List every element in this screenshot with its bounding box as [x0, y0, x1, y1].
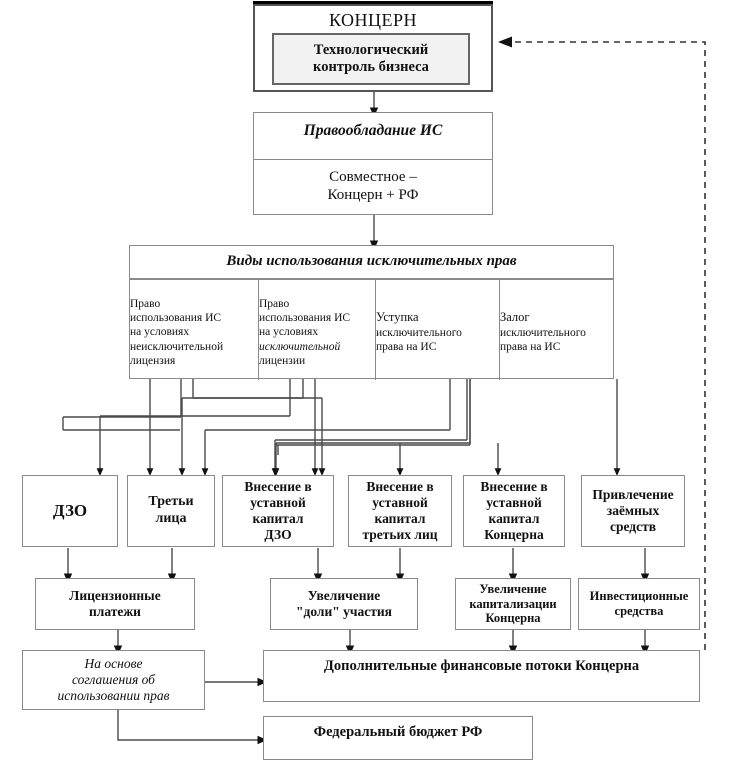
result-box-capitalization: Увеличение капитализации Концерна [455, 578, 571, 630]
usage-col2-line5: лицензии [259, 355, 306, 368]
target-box-charter-concern: Внесение в уставной капитал Концерна [463, 475, 565, 547]
target-box-loans: Привлечение заёмных средств [581, 475, 685, 547]
result-box-share-increase: Увеличение "доли" участия [270, 578, 418, 630]
concern-title: КОНЦЕРН [328, 10, 418, 30]
concern-top-rule [253, 1, 493, 6]
result-box-license-payments: Лицензионные платежи [35, 578, 195, 630]
rights-body-box: Совместное – Концерн + РФ [253, 159, 493, 215]
usage-header-box: Виды использования исключительных прав [129, 245, 614, 279]
result-license-payments-label: Лицензионные платежи [69, 588, 161, 619]
usage-col4-line3: права на ИС [500, 341, 561, 354]
usage-col1-line3: на условиях [130, 326, 190, 339]
target-box-third-parties: Третьи лица [127, 475, 215, 547]
federal-budget-box: Федеральный бюджет РФ [263, 716, 533, 760]
rights-header-box: Правообладание ИС [253, 112, 493, 160]
usage-col2-line1: Право [259, 297, 290, 310]
agreement-note-label: На основе соглашения об использовании пр… [57, 656, 170, 703]
result-share-increase-label: Увеличение "доли" участия [296, 588, 392, 619]
usage-columns-box: Право использования ИС на условиях неиск… [129, 279, 615, 380]
result-box-investment: Инвестиционные средства [578, 578, 700, 630]
usage-col1-line4: неисключительной [130, 340, 224, 353]
rights-body-label: Совместное – Концерн + РФ [327, 169, 419, 203]
usage-col1-line2: использования ИС [130, 311, 222, 324]
tech-control-box: Технологический контроль бизнеса [272, 33, 470, 85]
usage-column-3: Уступка исключительного права на ИС [375, 280, 499, 380]
usage-col4-line2: исключительного [500, 326, 586, 339]
target-dzo-label: ДЗО [52, 500, 88, 520]
usage-col2-line2: использования ИС [259, 311, 351, 324]
target-charter-concern-label: Внесение в уставной капитал Концерна [480, 479, 548, 542]
tech-control-label: Технологический контроль бизнеса [313, 41, 429, 75]
usage-header-label: Виды использования исключительных прав [226, 253, 517, 270]
agreement-note-box: На основе соглашения об использовании пр… [22, 650, 205, 710]
rights-header-label: Правообладание ИС [303, 121, 443, 139]
target-charter-third-label: Внесение в уставной капитал третьих лиц [362, 479, 438, 542]
usage-col2-line4: исключительной [259, 340, 341, 353]
target-box-dzo: ДЗО [22, 475, 118, 547]
target-box-charter-third: Внесение в уставной капитал третьих лиц [348, 475, 452, 547]
target-box-charter-dzo: Внесение в уставной капитал ДЗО [222, 475, 334, 547]
financial-flows-label: Дополнительные финансовые потоки Концерн… [323, 658, 640, 674]
usage-col2-line3: на условиях [259, 326, 319, 339]
usage-col3-line3: права на ИС [376, 341, 437, 354]
federal-budget-label: Федеральный бюджет РФ [313, 724, 483, 740]
result-capitalization-label: Увеличение капитализации Концерна [469, 581, 557, 626]
usage-column-4: Залог исключительного права на ИС [499, 280, 615, 380]
financial-flows-box: Дополнительные финансовые потоки Концерн… [263, 650, 700, 702]
usage-col3-line2: исключительного [376, 326, 462, 339]
usage-column-1: Право использования ИС на условиях неиск… [130, 280, 258, 380]
feedback-arrow-head [498, 36, 512, 48]
target-charter-dzo-label: Внесение в уставной капитал ДЗО [244, 479, 312, 542]
usage-col3-line1: Уступка [376, 310, 419, 325]
target-third-parties-label: Третьи лица [148, 494, 194, 526]
result-investment-label: Инвестиционные средства [589, 589, 689, 618]
usage-col1-line5: лицензия [130, 355, 176, 368]
usage-col4-line1: Залог [500, 310, 530, 325]
target-loans-label: Привлечение заёмных средств [592, 487, 674, 534]
usage-col1-line1: Право [130, 297, 161, 310]
usage-column-2: Право использования ИС на условиях исклю… [258, 280, 375, 380]
